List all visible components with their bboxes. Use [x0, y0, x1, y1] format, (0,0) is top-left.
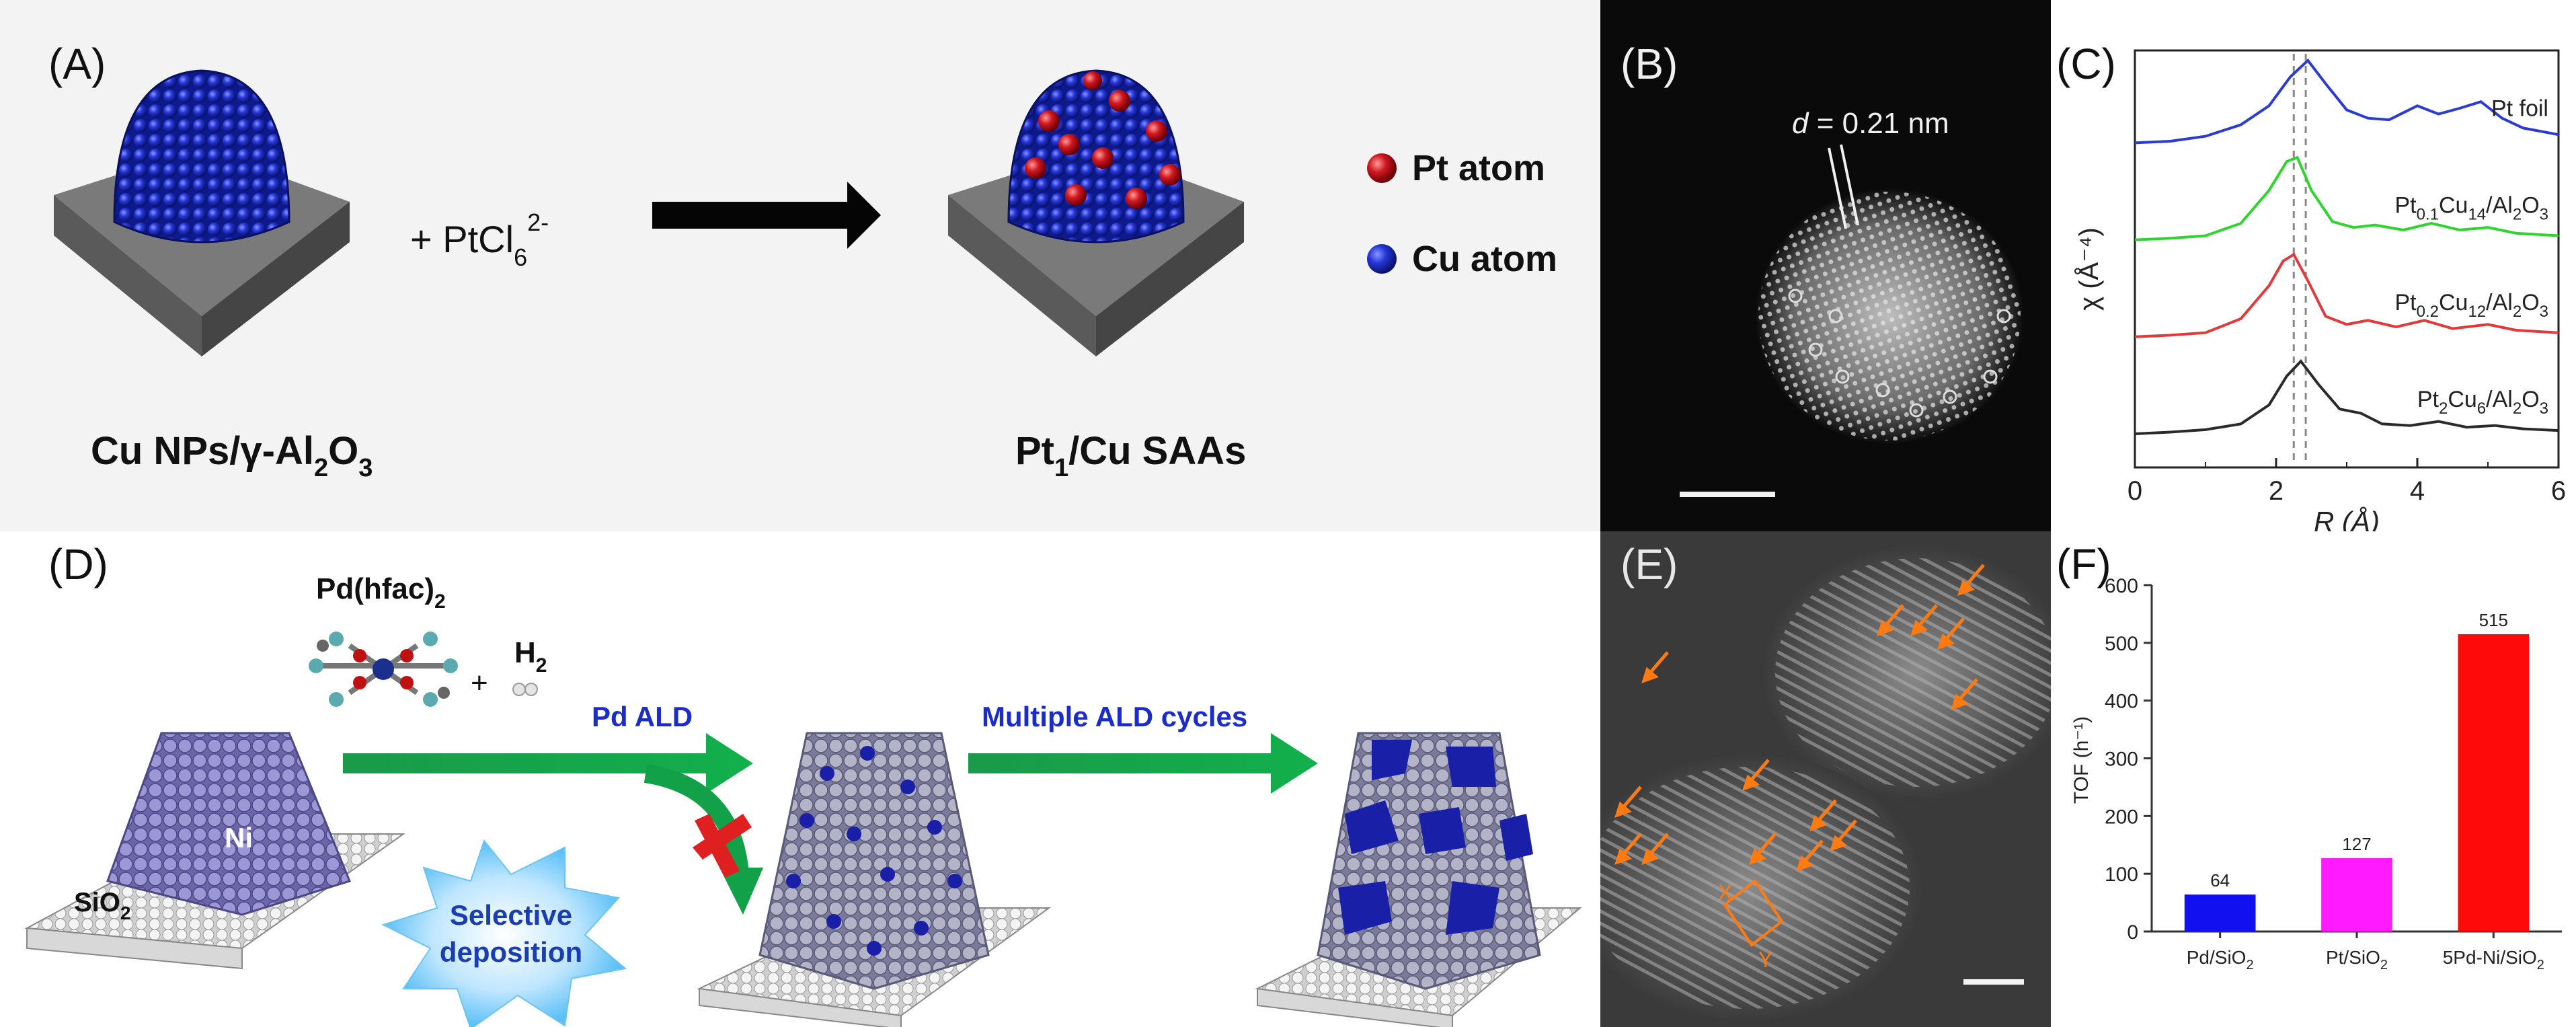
bar-2 — [2458, 634, 2530, 931]
selective-deposition-burst — [381, 839, 627, 1027]
pt-atom-legend-icon — [1367, 153, 1397, 183]
panel-a: (A) + PtCl62- — [0, 0, 1600, 531]
ni-pd-particle-right — [1317, 732, 1541, 990]
x-mark-label: X — [1718, 880, 1732, 905]
y-tick-label-200: 200 — [2105, 806, 2138, 828]
burst-text-line2: deposition — [440, 936, 582, 968]
burst-text-line1: Selective — [450, 899, 572, 931]
y-tick-label-0: 0 — [2127, 921, 2138, 944]
panel-d: (D) — [0, 531, 1600, 1027]
haadf-micrograph: X Y — [1600, 545, 2051, 1022]
tem-particle: d = 0.21 nm — [1680, 107, 2024, 497]
ni-label: Ni — [225, 822, 253, 853]
bar-value-label-2: 515 — [2479, 610, 2508, 630]
ni-particle — [106, 732, 352, 916]
x-tick-label-6: 6 — [2551, 476, 2566, 506]
d-spacing-annotation: d = 0.21 nm — [1792, 107, 1949, 140]
precursor-label: Pd(hfac)2 — [316, 572, 446, 613]
pd-clusters-right — [1338, 740, 1533, 935]
pt-atom-legend-label: Pt atom — [1412, 148, 1545, 188]
h2-molecule-icon — [512, 683, 538, 696]
panel-d-illustration: Pd(hfac)2 + H2 Ni SiO2 Selective deposit… — [24, 572, 1582, 1027]
step2-label: Multiple ALD cycles — [982, 701, 1247, 732]
blocked-cross-icon — [693, 814, 752, 878]
panel-e-haadf-image: (E) — [1600, 531, 2051, 1027]
series-line-1 — [2134, 155, 2559, 241]
cu-atom-legend-icon — [1367, 244, 1397, 274]
pd-ald-arrow — [343, 733, 753, 794]
panel-a-label: (A) — [48, 40, 106, 88]
series-line-3 — [2134, 359, 2559, 435]
pd-hfac2-molecule-icon — [309, 632, 458, 707]
series-line-0 — [2134, 58, 2559, 145]
ni-pd-particle-middle — [758, 732, 990, 990]
bar-value-label-1: 127 — [2342, 834, 2371, 854]
series-label-3: Pt2Cu6/Al2O3 — [2417, 387, 2548, 418]
series-label-2: Pt0.2Cu12/Al2O3 — [2394, 290, 2548, 321]
x-tick-label-0: 0 — [2128, 476, 2142, 506]
y-mark-label: Y — [1758, 948, 1772, 972]
multiple-ald-arrow — [968, 733, 1318, 794]
category-label-0: Pd/SiO2 — [2187, 947, 2254, 973]
left-caption: Cu NPs/γ-Al2O3 — [91, 429, 373, 482]
panel-b-tem-image: (B) d = 0.21 nm — [1600, 0, 2051, 531]
bar-0 — [2184, 895, 2256, 931]
y-axis-label: χ (Å⁻⁴) — [2074, 227, 2104, 311]
h2-label: H2 — [514, 636, 547, 677]
bypass-arrow — [643, 764, 749, 876]
bar-value-label-0: 64 — [2210, 870, 2230, 890]
cu-nanoparticle-left — [113, 69, 290, 243]
x-tick-label-2: 2 — [2269, 476, 2284, 506]
y-axis-label: TOF (h⁻¹) — [2070, 716, 2093, 804]
series-label-0: Pt foil — [2491, 96, 2548, 121]
bar-1 — [2321, 858, 2392, 931]
cu-atom-legend-label: Cu atom — [1412, 239, 1557, 279]
panel-a-illustration: + PtCl62- Pt atom Cu atom — [54, 69, 1557, 482]
pt-atoms-on-particle — [1025, 71, 1181, 209]
y-tick-label-500: 500 — [2105, 633, 2138, 655]
y-tick-label-100: 100 — [2105, 864, 2138, 886]
plus-sign: + — [471, 667, 488, 699]
category-label-2: 5Pd-Ni/SiO2 — [2443, 947, 2544, 973]
x-axis-label: R (Å) — [2314, 506, 2380, 531]
y-tick-label-600: 600 — [2105, 575, 2138, 597]
panel-b-label: (B) — [1621, 40, 1678, 88]
step1-label: Pd ALD — [592, 701, 693, 732]
panel-e-label: (E) — [1621, 540, 1678, 588]
exafs-plot: 0 2 4 6 Pt foilPt0.1Cu14/Al2O3Pt0.2Cu12/Al2… — [2074, 49, 2566, 531]
panel-c-label: (C) — [2056, 40, 2116, 88]
sio2-label: SiO2 — [74, 888, 130, 923]
orange-arrow-markers — [1614, 564, 1985, 872]
reagent-text: + PtCl62- — [410, 208, 549, 271]
series-line-2 — [2134, 252, 2559, 338]
x-tick-label-4: 4 — [2410, 476, 2425, 506]
series-label-1: Pt0.1Cu14/Al2O3 — [2394, 193, 2548, 224]
category-label-1: Pt/SiO2 — [2326, 947, 2388, 973]
right-caption: Pt1/Cu SAAs — [1015, 429, 1246, 482]
y-tick-label-300: 300 — [2105, 749, 2138, 771]
measurement-box — [1723, 879, 1784, 947]
y-tick-label-400: 400 — [2105, 691, 2138, 713]
panel-d-label: (D) — [48, 540, 108, 588]
panel-f-label: (F) — [2056, 540, 2111, 588]
reaction-arrow — [652, 182, 881, 249]
pd-atoms-middle — [786, 746, 962, 956]
